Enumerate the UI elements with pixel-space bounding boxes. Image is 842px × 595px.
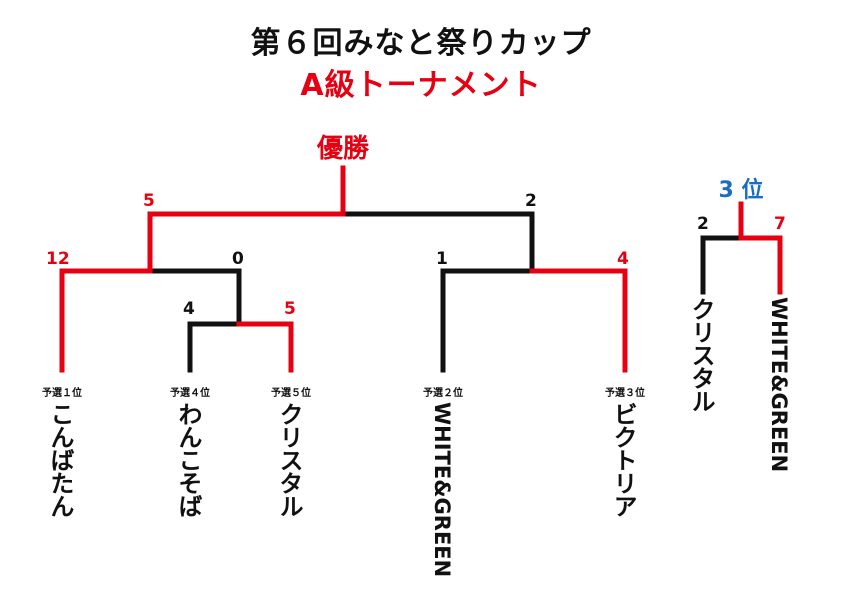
bracket-line-win	[59, 268, 153, 373]
page-subtitle: A級トーナメント	[300, 68, 542, 103]
champion-label: 優勝	[316, 134, 369, 164]
score-victoria: 4	[617, 249, 629, 269]
bracket-line-lose	[440, 268, 535, 373]
seed-label: 予選４位	[170, 388, 210, 399]
score-crystal-r1: 5	[284, 299, 296, 319]
bracket-line-win	[236, 321, 294, 373]
score-third-crystal: 2	[697, 214, 709, 234]
seed-label: 予選２位	[423, 388, 463, 399]
third-place-team: クリスタル	[687, 297, 715, 412]
score-white-r2: 1	[436, 249, 448, 269]
team-name: WHITE&GREEN	[430, 402, 454, 578]
bracket-line-win	[147, 211, 346, 274]
bracket-line-lose	[340, 211, 535, 274]
team-name: ビクトリア	[609, 402, 637, 517]
team-name: こんばたん	[46, 402, 74, 517]
team-name: クリスタル	[275, 402, 303, 517]
score-wanko: 4	[183, 299, 195, 319]
bracket-line-lose	[700, 235, 744, 295]
bracket-line-lose	[147, 268, 242, 327]
bracket-line-lose	[187, 321, 242, 373]
seed-label: 予選１位	[42, 388, 82, 399]
score-final-left: 5	[143, 191, 155, 211]
score-konbatan: 12	[46, 249, 70, 269]
score-third-white: 7	[774, 214, 786, 234]
third-place-team: WHITE&GREEN	[767, 297, 791, 473]
bracket-line-win	[529, 268, 628, 373]
score-final-right: 2	[525, 191, 537, 211]
score-r1-winner: 0	[232, 249, 244, 269]
bracket-line-win	[738, 235, 783, 295]
team-name: わんこそば	[174, 402, 202, 517]
page-title: 第６回みなと祭りカップ	[250, 26, 592, 61]
seed-label: 予選５位	[271, 388, 311, 399]
seed-label: 予選３位	[605, 388, 645, 399]
third-place-label: 3 位	[718, 178, 764, 203]
